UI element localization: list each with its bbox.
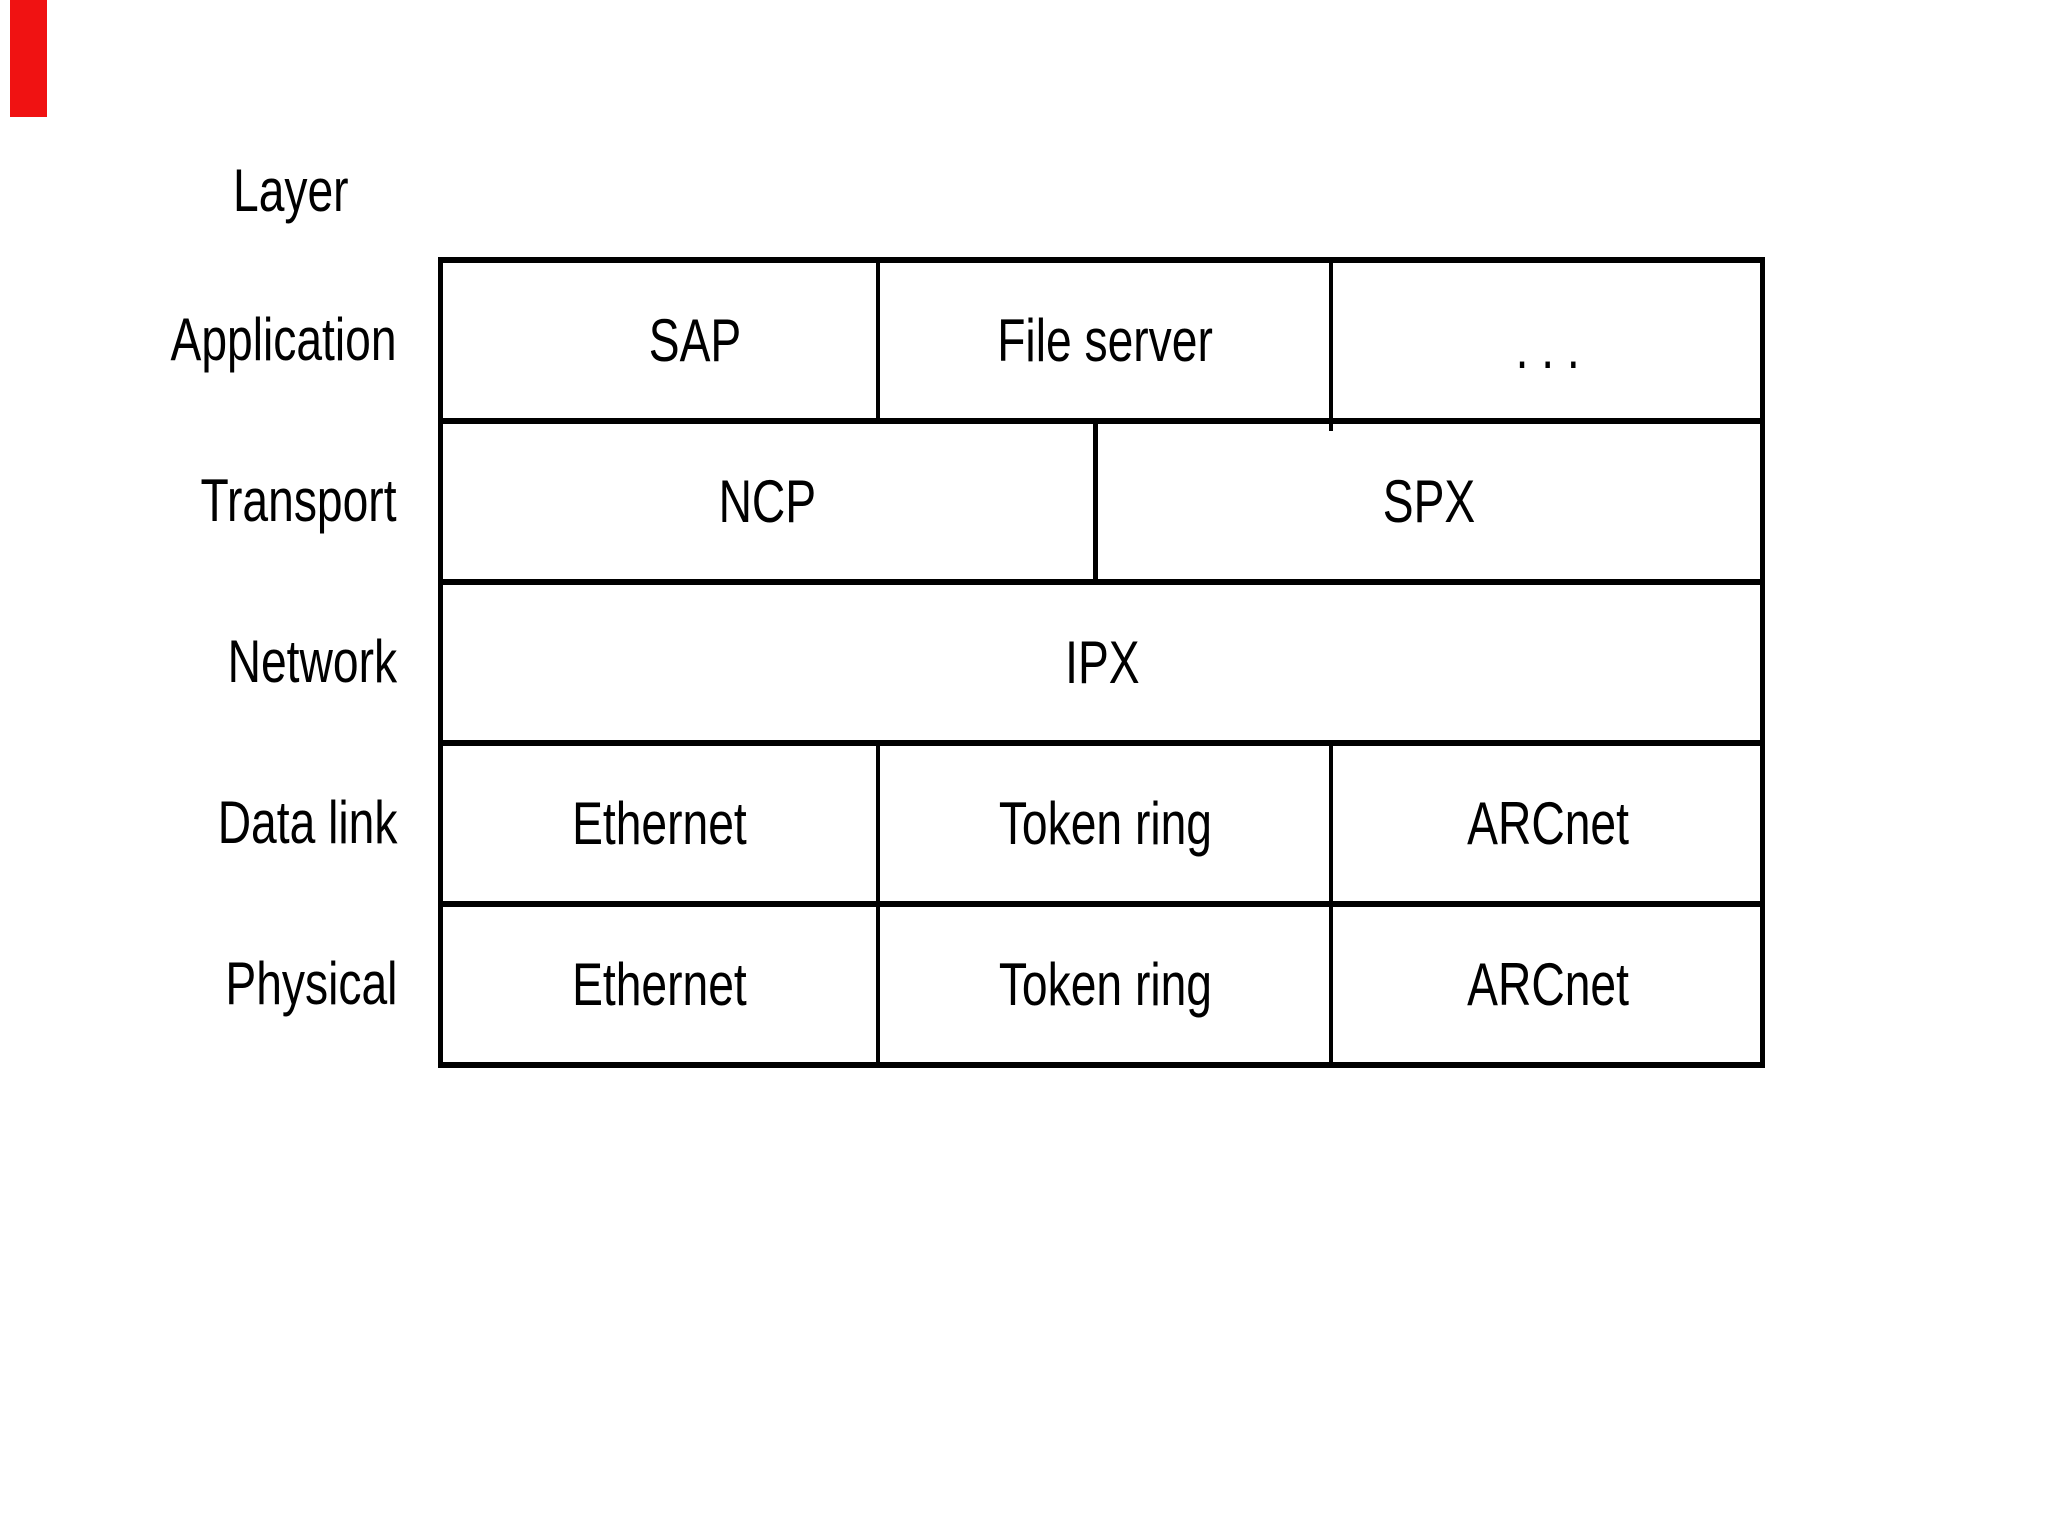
table-border-left: [438, 257, 443, 1068]
cell-physical-ethernet: Ethernet: [440, 904, 878, 1065]
corner-label-layer: Layer: [233, 151, 383, 231]
row-label-text: Transport: [201, 467, 397, 534]
cell-text: SPX: [1383, 467, 1476, 535]
grid-line-application-transport: [438, 418, 1765, 424]
grid-line-datalink-physical: [438, 901, 1765, 907]
table-border-right: [1760, 257, 1765, 1068]
cell-text: Token ring: [998, 789, 1212, 857]
cell-datalink-arcnet: ARCnet: [1332, 743, 1764, 904]
cell-text: ARCnet: [1467, 789, 1629, 857]
cell-text: NCP: [718, 467, 817, 535]
cell-text: SAP: [648, 306, 742, 374]
divider-ncp-spx: [1093, 421, 1098, 582]
row-label-network: Network: [0, 622, 397, 702]
cell-application-ellipsis: . . .: [1332, 260, 1764, 421]
divider-sap-fileserver: [876, 260, 880, 421]
red-scan-artifact: [10, 0, 47, 117]
row-label-transport: Transport: [0, 461, 397, 541]
cell-text: File server: [997, 306, 1213, 374]
cell-text: . . .: [1515, 313, 1581, 381]
grid-line-transport-network: [438, 579, 1765, 585]
grid-line-network-datalink: [438, 740, 1765, 746]
divider-ethernet-tokenring: [876, 743, 880, 1065]
divider-tokenring-arcnet: [1329, 743, 1333, 1065]
cell-physical-arcnet: ARCnet: [1332, 904, 1764, 1065]
cell-datalink-token-ring: Token ring: [878, 743, 1332, 904]
row-label-text: Application: [170, 306, 397, 373]
cell-text: ARCnet: [1467, 950, 1629, 1018]
cell-application-sap: SAP: [440, 260, 878, 421]
cell-transport-spx: SPX: [1095, 421, 1764, 582]
corner-label-text: Layer: [233, 157, 349, 224]
cell-network-ipx: IPX: [440, 582, 1764, 743]
cell-text: Ethernet: [571, 950, 747, 1018]
cell-transport-ncp: NCP: [440, 421, 1095, 582]
row-label-text: Physical: [224, 950, 397, 1017]
cell-text: Token ring: [998, 950, 1212, 1018]
cell-application-file-server: File server: [878, 260, 1332, 421]
row-label-data-link: Data link: [0, 783, 397, 863]
cell-text: Ethernet: [571, 789, 747, 857]
cell-text: IPX: [1064, 628, 1140, 696]
row-label-application: Application: [0, 300, 397, 380]
table-border-bottom: [438, 1062, 1765, 1068]
row-label-text: Network: [227, 628, 397, 695]
cell-physical-token-ring: Token ring: [878, 904, 1332, 1065]
row-label-physical: Physical: [0, 944, 397, 1024]
cell-datalink-ethernet: Ethernet: [440, 743, 878, 904]
row-label-text: Data link: [217, 789, 397, 856]
divider-fileserver-ellipsis: [1329, 260, 1333, 431]
table-border-top: [438, 257, 1765, 263]
